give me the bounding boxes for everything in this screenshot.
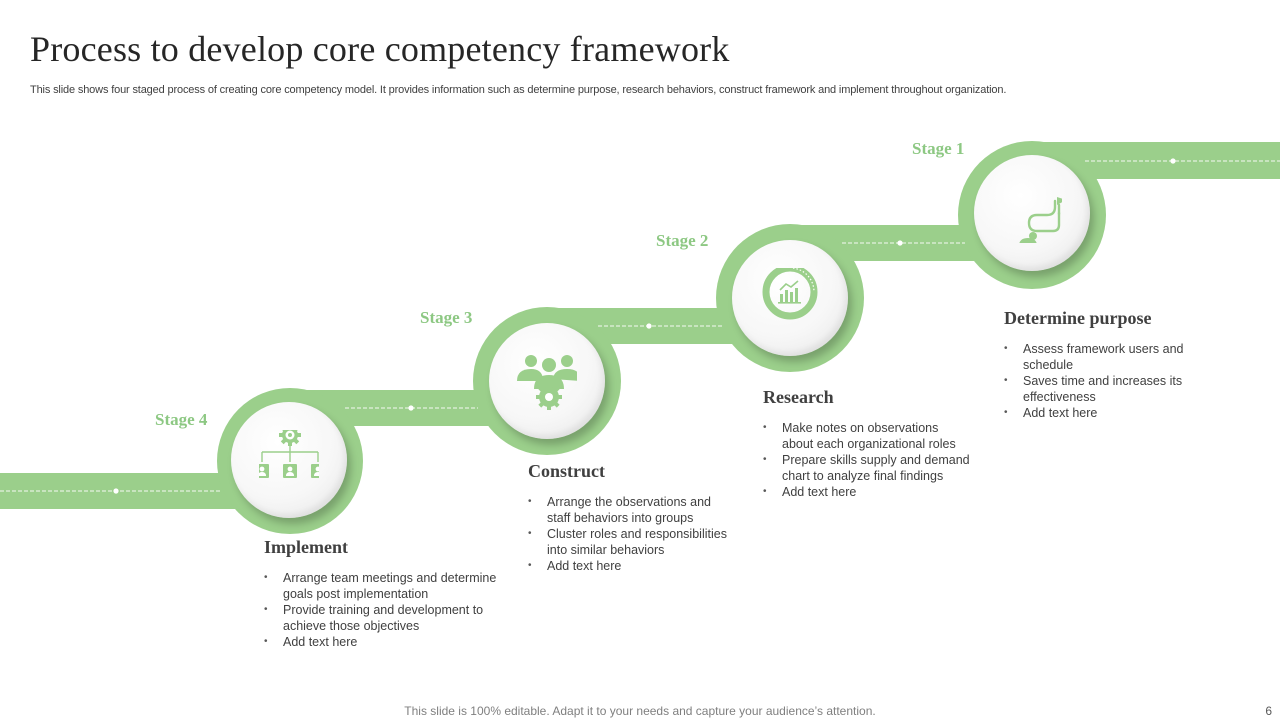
slide-title: Process to develop core competency frame…: [30, 29, 730, 69]
page-number: 6: [1265, 704, 1272, 718]
stage-2-text: Research Make notes on observations abou…: [763, 387, 973, 500]
bullet-item: Add text here: [1004, 405, 1204, 421]
stage-3-bullets: Arrange the observations and staff behav…: [528, 494, 728, 574]
bullet-item: Provide training and development to achi…: [264, 602, 504, 634]
bullet-item: Add text here: [763, 484, 973, 500]
bullet-item: Cluster roles and responsibilities into …: [528, 526, 728, 558]
stage-4-label: Stage 4: [155, 410, 208, 429]
stage-2-heading: Research: [763, 387, 834, 407]
stage-3-heading: Construct: [528, 461, 605, 481]
bullet-item: Assess framework users and schedule: [1004, 341, 1204, 373]
org-chart-icon: [259, 430, 319, 478]
bullet-item: Arrange team meetings and determine goal…: [264, 570, 504, 602]
stage-1-circle: [974, 155, 1090, 271]
stage-4-heading: Implement: [264, 537, 348, 557]
stage-3-label: Stage 3: [420, 308, 473, 327]
stage-4-bullets: Arrange team meetings and determine goal…: [264, 570, 504, 650]
bullet-item: Make notes on observations about each or…: [763, 420, 973, 452]
stage-2-label: Stage 2: [656, 231, 709, 250]
stage-1-heading: Determine purpose: [1004, 308, 1152, 328]
bullet-item: Saves time and increases its effectivene…: [1004, 373, 1204, 405]
stage-4-text: Implement Arrange team meetings and dete…: [264, 537, 504, 650]
bullet-item: Add text here: [264, 634, 504, 650]
bullet-item: Prepare skills supply and demand chart t…: [763, 452, 973, 484]
chart-donut-icon: [762, 268, 818, 320]
stage-1-label: Stage 1: [912, 139, 965, 158]
team-gear-icon: [517, 355, 577, 410]
slide-subtitle: This slide shows four staged process of …: [30, 84, 1007, 96]
stage-1-text: Determine purpose Assess framework users…: [1004, 308, 1204, 421]
slide-footer: This slide is 100% editable. Adapt it to…: [404, 704, 876, 718]
stage-2-circle: [732, 240, 848, 356]
flag-path-icon: [1019, 197, 1062, 243]
stage-3-text: Construct Arrange the observations and s…: [528, 461, 728, 574]
bullet-item: Add text here: [528, 558, 728, 574]
bullet-item: Arrange the observations and staff behav…: [528, 494, 728, 526]
stage-3-circle: [489, 323, 605, 439]
stage-2-bullets: Make notes on observations about each or…: [763, 420, 973, 500]
stage-1-bullets: Assess framework users and schedule Save…: [1004, 341, 1204, 421]
stage-4-circle: [231, 402, 347, 518]
